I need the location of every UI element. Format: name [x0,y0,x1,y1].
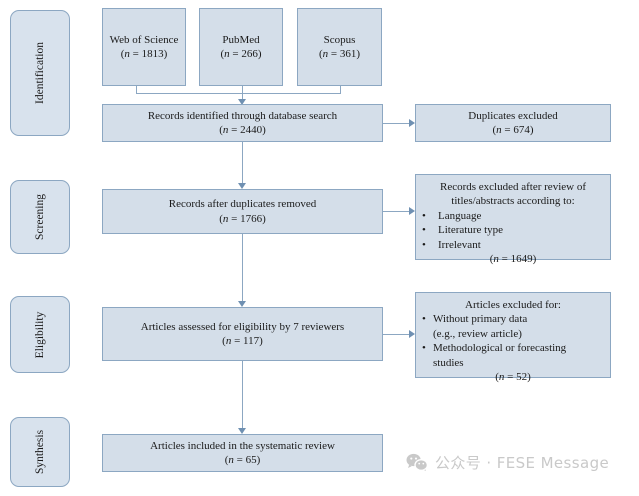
exclusion-count: (n = 52) [495,371,531,384]
connector-identified-to-after-duplicates [242,142,243,184]
stage-eligibility: Eligibility [10,296,70,373]
exclusion-heading-line-1: Records excluded after review of [440,181,586,193]
exclusion-heading-line-1: Articles excluded for: [465,299,561,311]
main-box-records-after-duplicates: Records after duplicates removed (n = 17… [102,189,383,234]
list-item-label: Methodological or forecasting [433,342,567,355]
box-count: (n = 117) [222,335,263,347]
stage-label: Screening [34,194,46,240]
exclusion-reason-list: • Language • Literature type • Irrelevant [422,209,604,253]
list-item-label: Literature type [438,224,504,237]
arrow-to-eligibility-excluded [409,330,415,338]
connector-source-manifold [136,93,341,94]
list-item: • Without primary data [422,312,604,327]
source-name: PubMed [222,33,260,46]
source-name: Web of Science [109,33,179,46]
connector-to-eligibility-excluded [383,334,409,335]
list-item-continuation: (e.g., review article) [422,327,604,342]
box-count: (n = 1766) [219,212,266,225]
list-item-label: Language [438,209,482,222]
connector-to-screening-excluded [383,211,409,212]
stage-label: Eligibility [34,311,46,358]
box-line-1: Articles assessed for eligibility by 7 r… [140,320,345,333]
connector-after-duplicates-to-assessed [242,234,243,302]
list-item-label: Irrelevant [438,238,481,251]
connector-source-2-drop [242,86,243,93]
list-item: • Irrelevant [422,238,604,253]
arrow-to-assessed [238,301,246,307]
arrow-to-identified [238,99,246,105]
list-item-label: (e.g., review article) [433,327,522,340]
stage-screening: Screening [10,180,70,254]
main-box-articles-included: Articles included in the systematic revi… [102,434,383,472]
stage-identification: Identification [10,10,70,136]
box-line-1: Records after duplicates removed [168,198,317,211]
list-item: • Methodological or forecasting [422,341,604,356]
stage-label: Identification [34,42,46,104]
source-count: (n = 361) [318,48,361,60]
bullet-icon: • [422,342,426,355]
arrow-to-screening-excluded [409,207,415,215]
box-count: (n = 2440) [219,124,266,136]
watermark: 公众号 · FESE Message [406,452,609,473]
connector-assessed-to-included [242,361,243,429]
exclusion-heading-line-2: titles/abstracts according to: [451,195,575,208]
source-name: Scopus [323,33,356,46]
box-line-1: Records identified through database sear… [147,109,338,122]
watermark-text: 公众号 · FESE Message [435,454,610,472]
connector-to-duplicates-excluded [383,123,409,124]
main-box-articles-assessed: Articles assessed for eligibility by 7 r… [102,307,383,361]
source-count: (n = 1813) [120,48,168,60]
list-item-label: studies [433,356,464,369]
stage-label: Synthesis [34,429,46,475]
source-box-scopus: Scopus (n = 361) [297,8,382,86]
source-count: (n = 266) [220,48,262,60]
list-item: • Literature type [422,223,604,238]
exclusion-box-eligibility: Articles excluded for: • Without primary … [415,292,611,383]
box-line-1: Articles included in the systematic revi… [150,439,335,452]
exclusion-reason-list: • Without primary data (e.g., review arti… [422,312,604,370]
box-line-1: Duplicates excluded [468,109,558,122]
box-count: (n = 674) [492,124,534,136]
bullet-icon: • [422,209,426,222]
stage-synthesis: Synthesis [10,417,70,487]
bullet-icon: • [422,238,426,251]
bullet-icon: • [422,224,426,237]
arrow-to-duplicates-excluded [409,119,415,127]
list-item: • Language [422,209,604,224]
connector-source-3-drop [340,86,341,93]
main-box-records-identified: Records identified through database sear… [102,104,383,142]
connector-source-1-drop [136,86,137,93]
arrow-to-included [238,428,246,434]
exclusion-box-screening: Records excluded after review of titles/… [415,174,611,265]
source-box-pubmed: PubMed (n = 266) [199,8,283,86]
bullet-icon: • [422,313,426,326]
wechat-icon [406,453,428,472]
box-count: (n = 65) [224,454,261,466]
arrow-to-after-duplicates [238,183,246,189]
exclusion-box-duplicates: Duplicates excluded (n = 674) [415,104,611,142]
exclusion-count: (n = 1649) [489,253,537,266]
list-item-label: Without primary data [433,313,528,326]
list-item-continuation: studies [422,356,604,371]
connector-to-identified [242,93,243,100]
source-box-web-of-science: Web of Science (n = 1813) [102,8,186,86]
